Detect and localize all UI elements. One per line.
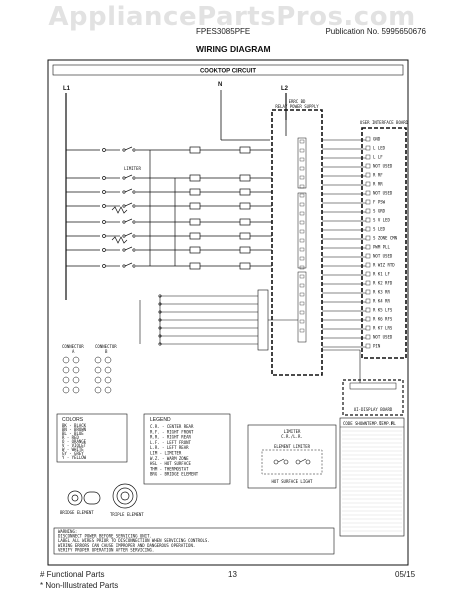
- hot-surface-label: HOT SURFACE LIGHT: [272, 479, 314, 484]
- warning-line: WIRING ERRORS CAN CAUSE IMPROPER AND DAN…: [58, 543, 195, 548]
- colors-title: COLORS: [62, 417, 84, 423]
- connector-b-label: CONNECTOR: [95, 344, 117, 349]
- table-header: CODE: [343, 421, 353, 426]
- ui-pin-label: R K5 LFS: [373, 308, 393, 313]
- legend-title: LEGEND: [150, 417, 171, 423]
- circuit-title: COOKTOP CIRCUIT: [200, 69, 256, 75]
- warning-line: DISCONNECT POWER BEFORE SERVICING UNIT.: [58, 534, 152, 539]
- legend-entry: L.F. - LEFT FRONT: [150, 440, 192, 445]
- ui-pin-label: R K7 LRS: [373, 326, 393, 331]
- table-header: TEMP.F: [379, 421, 394, 426]
- ui-pin-label: NOT USED: [373, 335, 393, 340]
- code-table: [339, 417, 405, 537]
- ui-display-board-label: UI-DISPLAY BOARD: [354, 407, 393, 412]
- ui-pin-label: R RF: [373, 173, 383, 178]
- functional-parts-note: # Functional Parts: [40, 570, 105, 579]
- legend-box: [143, 413, 231, 485]
- ui-pin-label: R K4 RR: [373, 299, 390, 304]
- legend-entry: HSL - HOT SURFACE: [150, 461, 192, 466]
- svg-text:RELAY POWER SUPPLY: RELAY POWER SUPPLY: [275, 104, 319, 109]
- table-header: TEMP.C: [367, 421, 382, 426]
- legend-entry: BRG - BRIDGE ELEMENT: [150, 472, 199, 477]
- color-entry: BN - BROWN: [62, 427, 87, 432]
- ui-display-board: [342, 379, 404, 416]
- ui-pin-label: NOT USED: [373, 254, 393, 259]
- bridge-element-symbol: [67, 490, 101, 506]
- ui-pin-label: R K3 RR: [373, 290, 390, 295]
- warning-line: VERIFY PROPER OPERATION AFTER SERVICING.: [58, 547, 154, 552]
- ui-pin-label: S ZONE CMN: [373, 236, 398, 241]
- ui-pin-label: L LF: [373, 155, 383, 160]
- ui-pin-label: R RR: [373, 182, 383, 187]
- legend-entry: THM - THERMOSTAT: [150, 466, 189, 471]
- ui-pin-label: R K6 RFS: [373, 317, 393, 322]
- bridge-element-label: BRIDGE ELEMENT: [60, 510, 94, 515]
- ui-pin-label: NOT USED: [373, 191, 393, 196]
- legend-entry: R.F. - RIGHT FRONT: [150, 429, 194, 434]
- ui-pin-label: R K2 RFD: [373, 281, 393, 286]
- ui-board-label: USER INTERFACE BOARD: [360, 120, 409, 125]
- page-number: 13: [228, 570, 237, 579]
- revision-date: 05/15: [395, 570, 416, 579]
- triple-element-symbol: [112, 483, 138, 509]
- color-entry: W - WHITE: [62, 447, 84, 452]
- supply-n: N: [218, 82, 222, 88]
- ui-pin-label: L LED: [373, 146, 386, 151]
- warning-box: [53, 527, 335, 555]
- colors-box: [56, 413, 128, 463]
- color-entry: V - VIOLET: [62, 443, 87, 448]
- color-entry: GY - GREY: [62, 451, 84, 456]
- connector-a-label: CONNECTOR: [62, 344, 84, 349]
- supply-l2: L2: [281, 86, 289, 92]
- ui-pin-label: PIN: [373, 344, 381, 349]
- ui-pin-label: S GRD: [373, 209, 386, 214]
- svg-text:A: A: [72, 349, 75, 354]
- color-entry: R - RED: [62, 435, 79, 440]
- warning-line: WARNING:: [58, 529, 77, 534]
- ui-pin-label: R K1 LF: [373, 272, 390, 277]
- limiter-label: LIMITER: [124, 166, 141, 171]
- legend-entry: C.R. - CENTER REAR: [150, 424, 194, 429]
- limiter-detail-box: [247, 424, 337, 489]
- diagram-border: [47, 59, 409, 566]
- watermark: AppliancePartsPros.com: [48, 2, 416, 32]
- color-entry: BL - BLUE: [62, 431, 84, 436]
- ui-pin-label: PWM PLL: [373, 245, 390, 250]
- ui-pin-label: NOT USED: [373, 164, 393, 169]
- non-illustrated-parts-note: * Non-Illustrated Parts: [40, 581, 119, 590]
- ui-pin-label: R WIZ RTD: [373, 263, 395, 268]
- legend-entry: L.R. - LEFT REAR: [150, 445, 189, 450]
- warning-line: LABEL ALL WIRES PRIOR TO DISCONNECTION W…: [58, 538, 210, 543]
- relay-board-label: ERRC BD: [289, 99, 306, 104]
- color-entry: BK - BLACK: [62, 423, 87, 428]
- element-limiter-label: ELEMENT LIMITER: [274, 444, 311, 449]
- ui-pin-label: F PSW: [373, 200, 386, 205]
- color-entry: Y - YELLOW: [62, 455, 87, 460]
- ui-pin-label: S LED: [373, 227, 386, 232]
- svg-text:B: B: [105, 349, 108, 354]
- supply-l1: L1: [63, 86, 71, 92]
- table-header: ML: [391, 421, 396, 426]
- user-interface-board: [361, 127, 407, 359]
- triple-element-label: TRIPLE ELEMENT: [110, 512, 144, 517]
- table-header: SHOWN: [355, 421, 368, 426]
- relay-power-supply-board: [271, 109, 323, 376]
- model-number: FPES3085PFE: [196, 27, 251, 36]
- sheet-title: WIRING DIAGRAM: [196, 44, 271, 54]
- legend-entry: R.R. - RIGHT REAR: [150, 435, 192, 440]
- svg-text:C.R./L.R.: C.R./L.R.: [281, 434, 303, 439]
- legend-entry: LIM - LIMITER: [150, 451, 182, 456]
- legend-entry: W.Z. - WARM ZONE: [150, 456, 189, 461]
- color-entry: O - ORANGE: [62, 439, 87, 444]
- ui-pin-label: S V LED: [373, 218, 390, 223]
- ui-pin-label: GND: [373, 137, 381, 142]
- svg-text:LIMITER: LIMITER: [284, 429, 301, 434]
- publication-number: Publication No. 5995650676: [325, 27, 426, 36]
